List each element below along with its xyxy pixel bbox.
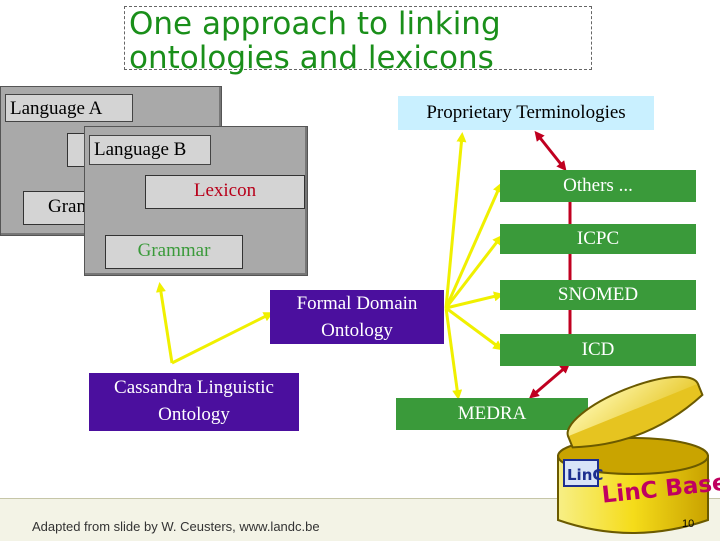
ontology-icd-arrow (445, 306, 504, 351)
ontology-icpc-arrow (444, 234, 503, 309)
icd-box: ICD (500, 334, 696, 366)
cassandra-line-2: Ontology (158, 404, 230, 425)
formal-ontology-line-1: Formal Domain (296, 293, 418, 314)
linc-logo-text: LinC (567, 466, 603, 484)
language-a-grammar-box: Gram (23, 191, 93, 225)
ontology-others-arrow (444, 182, 503, 309)
cassandra-grammar-arrow (155, 282, 174, 364)
ontology-snomed-arrow (445, 291, 504, 310)
grammar-box: Grammar (105, 235, 243, 269)
cassandra-linguistic-ontology-box: Cassandra Linguistic Ontology (89, 373, 299, 431)
language-b-label: Language B (89, 135, 211, 165)
title-line-1: One approach to linking (129, 6, 501, 42)
snomed-box: SNOMED (500, 280, 696, 310)
language-b-window: Language B Lexicon Grammar (84, 126, 308, 276)
slide-title: One approach to linking ontologies and l… (124, 6, 592, 75)
cassandra-line-1: Cassandra Linguistic (114, 377, 274, 398)
ontology-medra-arrow (444, 307, 463, 400)
icpc-box: ICPC (500, 224, 696, 254)
title-line-2: ontologies and lexicons (129, 40, 494, 76)
proprietary-terminologies-box: Proprietary Terminologies (398, 96, 654, 130)
medra-box: MEDRA (396, 398, 588, 430)
lexicon-box: Lexicon (145, 175, 305, 209)
icd-medra-arrow (528, 363, 571, 399)
page-number: 10 (682, 518, 695, 530)
cassandra-ontology-arrow (171, 312, 274, 365)
linc-base-tin-icon: LinC LinC Base (557, 375, 720, 534)
language-a-label: Language A (5, 94, 133, 122)
others-box: Others ... (500, 170, 696, 202)
ontology-proprietary-arrow (444, 132, 467, 309)
proprietary-others-arrow (534, 130, 567, 172)
formal-ontology-line-2: Ontology (321, 320, 393, 341)
formal-domain-ontology-box: Formal Domain Ontology (270, 290, 444, 344)
footer-credit: Adapted from slide by W. Ceusters, www.l… (32, 519, 320, 534)
